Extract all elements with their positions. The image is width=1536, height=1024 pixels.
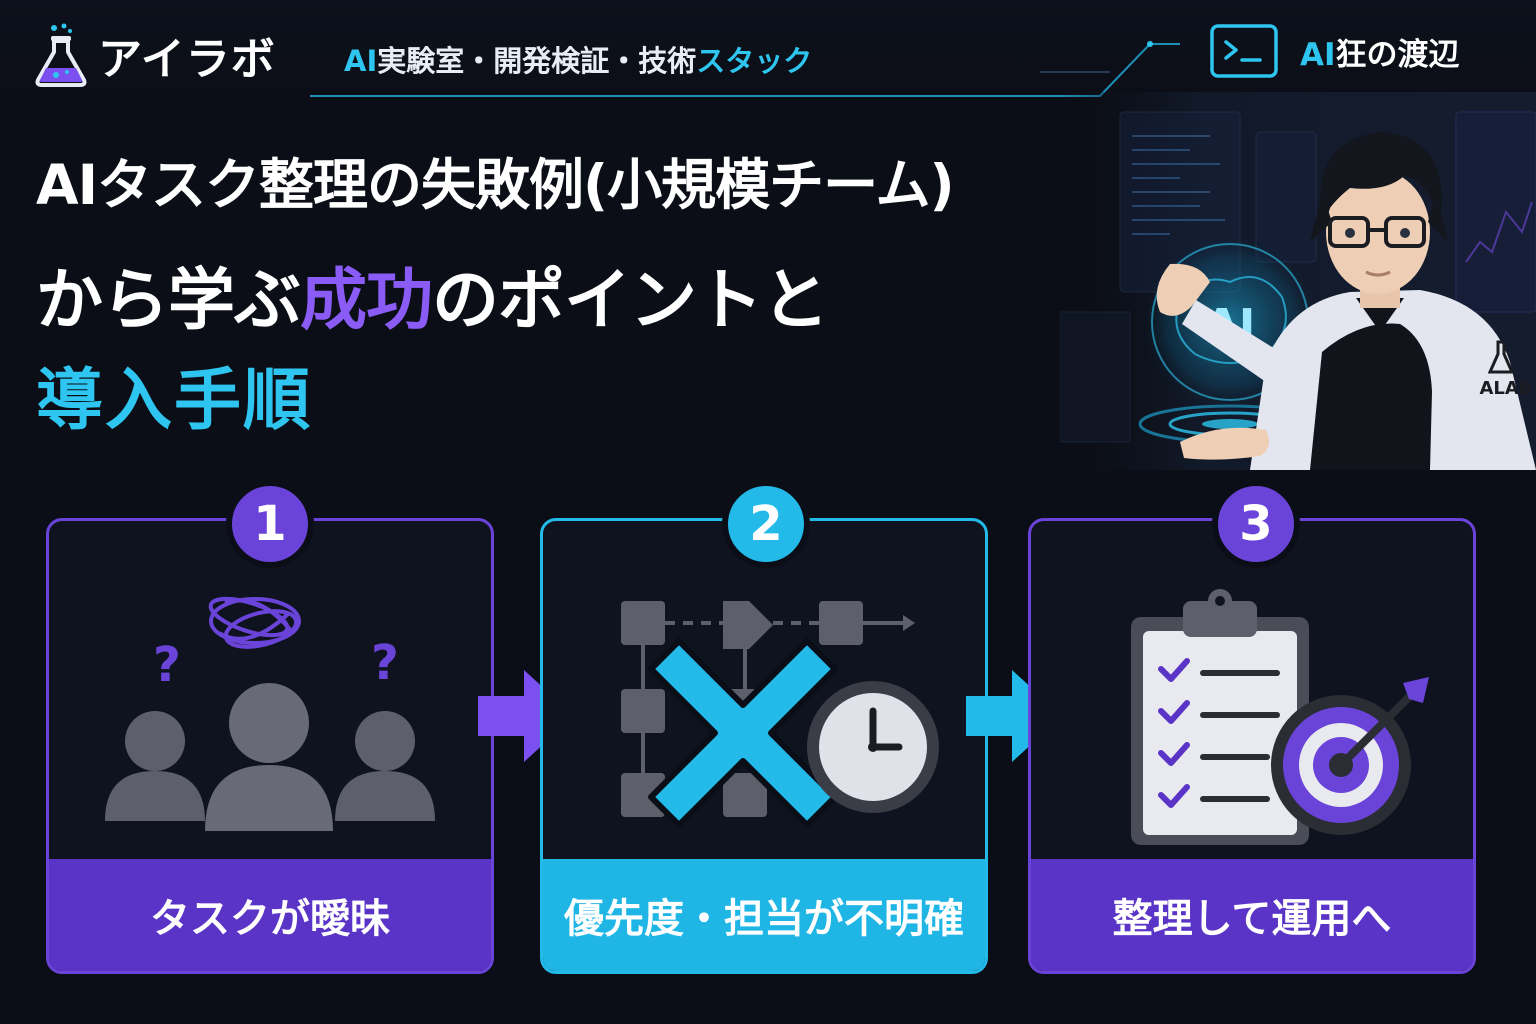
title-line-2-highlight: 成功	[300, 261, 433, 339]
author-name-accent: AI	[1300, 36, 1336, 73]
step-card-3: 整理して運用へ	[1028, 518, 1476, 974]
tangle-scribble-icon	[208, 596, 301, 649]
tagline: AI実験室・開発検証・技術スタック	[344, 38, 812, 80]
question-mark-left-icon: ?	[153, 637, 181, 693]
coat-badge-text: ALAB	[1479, 378, 1532, 399]
author-profile[interactable]: AI狂の渡辺	[1210, 24, 1460, 78]
logo[interactable]: アイラボ	[32, 22, 276, 88]
background-monitors	[1060, 111, 1536, 443]
checkmark-icons	[1158, 658, 1190, 808]
title-line-3: 導入手順	[36, 361, 312, 439]
tagline-body: 実験室・開発検証・技術	[377, 44, 697, 78]
author-name-body: 狂の渡辺	[1335, 36, 1460, 73]
clock-icon	[807, 681, 939, 813]
person-figure: ALAB	[1156, 132, 1536, 470]
tagline-accent-ai: AI	[344, 44, 378, 78]
engineer-illustration: AI ALAB	[1060, 92, 1536, 470]
step-number-badge-3: 3	[1212, 480, 1300, 568]
checklist-target-icon	[1131, 589, 1429, 845]
step-number-badge-1: 1	[226, 480, 314, 568]
title-line-2-suffix: のポイントと	[432, 261, 829, 339]
step-card-2: 優先度・担当が不明確	[540, 518, 988, 974]
title-line-2-prefix: から学ぶ	[36, 261, 301, 339]
step-label-2: 優先度・担当が不明確	[543, 859, 985, 971]
flask-icon	[35, 23, 87, 87]
arrow-right-icon	[966, 670, 1062, 762]
header-bar: アイラボ AI実験室・開発検証・技術スタック AI狂の渡辺	[0, 0, 1536, 110]
step-label-3: 整理して運用へ	[1031, 859, 1473, 971]
arrow-right-icon	[478, 670, 574, 762]
tagline-accent-stack: スタック	[696, 44, 813, 78]
author-name: AI狂の渡辺	[1300, 29, 1460, 74]
confused-people-icon: ? ?	[105, 596, 435, 831]
title-line-2: から学ぶ成功のポイントと	[36, 246, 829, 343]
flowchart-icon	[621, 601, 863, 817]
terminal-icon	[1210, 24, 1278, 78]
target-icon	[1271, 677, 1429, 835]
title-line-1: AIタスク整理の失敗例(小規模チーム)	[36, 153, 955, 217]
logo-text: アイラボ	[98, 34, 276, 85]
step-label-1: タスクが曖昧	[49, 859, 491, 971]
question-mark-right-icon: ?	[371, 635, 399, 691]
broken-flow-clock-icon	[621, 601, 939, 828]
step-number-badge-2: 2	[722, 480, 810, 568]
step-card-1: ? ? タスクが曖昧	[46, 518, 494, 974]
